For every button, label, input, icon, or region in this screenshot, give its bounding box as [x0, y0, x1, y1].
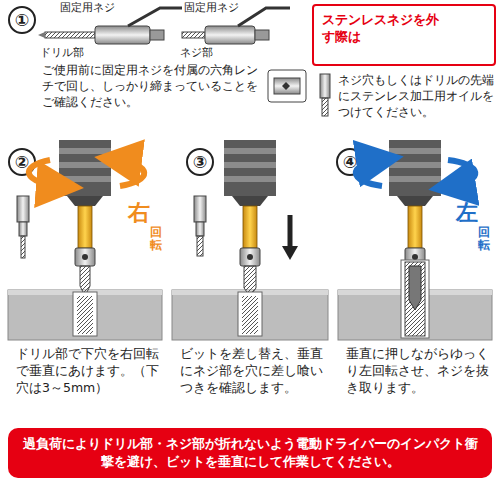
step-text: ビットを差し替え、垂直にネジ部を穴に差し喰いつきを確認します。	[180, 346, 326, 397]
step-text: ドリル部で下穴を右回転で垂直にあけます。（下穴は3～5mm）	[16, 346, 162, 397]
callout-number: ②	[9, 151, 35, 174]
warning-text: 過負荷によりドリル部・ネジ部が折れないよう電動ドライバーのインパクト衝撃を避け、…	[20, 435, 480, 471]
step-text: 垂直に押しながらゆっくり左回転させ、ネジを抜き取ります。	[346, 346, 492, 397]
warning-banner: 過負荷によりドリル部・ネジ部が折れないよう電動ドライバーのインパクト衝撃を避け、…	[8, 428, 492, 478]
caution-box: ステンレスネジを外す際はネジ穴もしくはドリルの先端にステンレス加工用オイルをつけ…	[312, 4, 496, 120]
rotation-label: 回転	[150, 226, 162, 252]
rotation-label: 回転	[478, 226, 490, 252]
caution-text: ネジ穴もしくはドリルの先端にステンレス加工用オイルをつけてください。	[338, 72, 496, 120]
step-text: ご使用前に固定用ネジを付属の六角レンチで回し、しっかり締まっていることをご確認く…	[42, 62, 262, 111]
part-name: 固定用ネジ	[60, 1, 130, 16]
rotation-label: 左	[456, 198, 482, 228]
callout-number: ③	[187, 151, 213, 174]
callout-number: ④	[337, 151, 363, 174]
caution-heading: ステンレスネジを外す際は	[312, 4, 496, 66]
part-name: ドリル部	[40, 46, 110, 61]
part-name: 固定用ネジ	[184, 1, 254, 16]
rotation-label: 右	[128, 198, 154, 228]
part-name: ネジ部	[180, 46, 250, 61]
callout-number: ①	[9, 9, 35, 32]
